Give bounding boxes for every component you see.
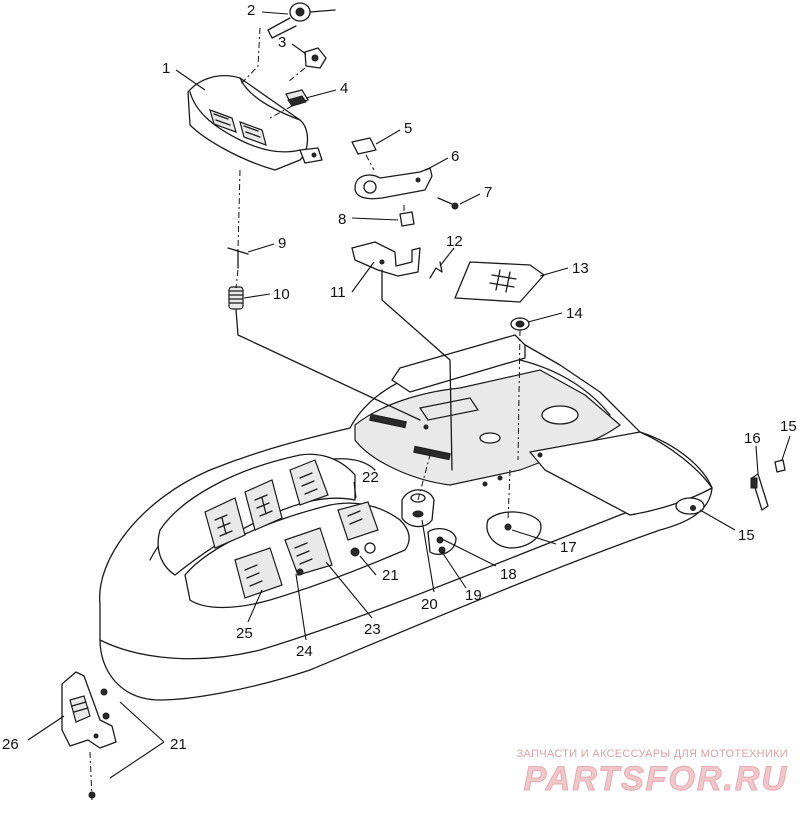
nut-part [399, 211, 415, 227]
callout-24: 24 [296, 643, 313, 660]
callout-23: 23 [364, 621, 381, 638]
bulb-part [267, 2, 336, 39]
watermark-logo: PARTSFOR.RU [523, 760, 788, 799]
connector-part [285, 89, 309, 107]
clip-part [429, 261, 443, 279]
callout-13: 13 [572, 260, 589, 277]
callout-25: 25 [236, 625, 253, 642]
callout-4: 4 [340, 80, 348, 97]
callout-2: 2 [247, 2, 255, 19]
callout-9: 9 [278, 235, 286, 252]
callout-1: 1 [162, 60, 170, 77]
callout-15: 15 [780, 418, 797, 435]
lens-cover [454, 261, 545, 303]
watermark-tagline: ЗАПЧАСТИ И АКСЕССУАРЫ ДЛЯ МОТОТЕХНИКИ [516, 748, 788, 760]
callout-22: 22 [362, 469, 379, 486]
headlight-bracket [61, 671, 117, 749]
callout-17: 17 [560, 539, 577, 556]
callout-5: 5 [404, 120, 412, 137]
callout-labels: 1 2 3 4 5 6 7 8 9 10 11 12 13 14 15 16 1… [2, 2, 797, 753]
callout-12: 12 [446, 233, 463, 250]
pin-part [227, 247, 249, 269]
lower-bracket [351, 241, 421, 277]
callout-26: 26 [2, 736, 19, 753]
callout-21: 21 [382, 567, 399, 584]
callout-14: 14 [566, 305, 583, 322]
plate-part [351, 137, 377, 155]
leader-lines [27, 11, 791, 779]
headlight-housing [187, 75, 323, 171]
front-vents [157, 453, 410, 609]
plug-part [774, 459, 786, 473]
grommet-part [510, 317, 530, 331]
callout-19: 19 [465, 587, 482, 604]
callout-15-second: 15 [738, 527, 755, 544]
callout-7: 7 [484, 184, 492, 201]
socket-part [304, 47, 327, 69]
watermark: ЗАПЧАСТИ И АКСЕССУАРЫ ДЛЯ МОТОТЕХНИКИ PA… [516, 748, 788, 799]
latch-part [750, 473, 769, 511]
callout-20: 20 [421, 596, 438, 613]
callout-16: 16 [744, 430, 761, 447]
callout-3: 3 [278, 34, 286, 51]
callout-11: 11 [330, 284, 346, 301]
mount-bracket [354, 167, 433, 200]
callout-8: 8 [338, 211, 346, 228]
callout-6: 6 [451, 148, 459, 165]
callout-18: 18 [500, 566, 517, 583]
screw-part [437, 197, 459, 210]
spring-part [228, 286, 244, 310]
callout-10: 10 [273, 286, 290, 303]
callout-21-second: 21 [170, 736, 187, 753]
assembly-lines [235, 27, 521, 521]
